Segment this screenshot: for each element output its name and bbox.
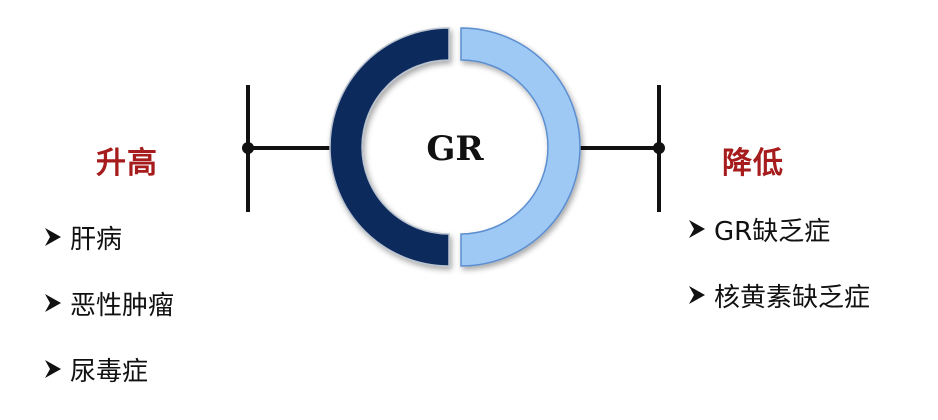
arrow-bullet-icon [689, 220, 705, 238]
list-item: 尿毒症 [42, 354, 174, 387]
list-item: 核黄素缺乏症 [686, 280, 870, 313]
arrow-bullet-icon [45, 294, 61, 312]
list-item-label: GR缺乏症 [714, 216, 831, 247]
arrow-bullet-icon [45, 228, 61, 246]
ring-left-half [329, 27, 450, 267]
left-item-list: 肝病 恶性肿瘤 尿毒症 [42, 222, 174, 420]
arrow-bullet-icon [45, 360, 61, 378]
ring-right-half [460, 27, 581, 267]
right-connector-dot [653, 142, 665, 154]
list-item-label: 恶性肿瘤 [70, 290, 175, 321]
list-item: GR缺乏症 [686, 214, 870, 247]
list-item-label: 尿毒症 [70, 356, 149, 387]
list-item-label: 核黄素缺乏症 [714, 282, 871, 313]
arrow-bullet-icon [689, 286, 705, 304]
center-label: GR [426, 129, 484, 169]
right-title: 降低 [722, 146, 784, 181]
list-item-label: 肝病 [70, 224, 123, 255]
gr-diagram: GR [242, 27, 665, 267]
list-item: 恶性肿瘤 [42, 288, 174, 321]
left-title: 升高 [96, 146, 158, 181]
right-item-list: GR缺乏症 核黄素缺乏症 [686, 214, 870, 346]
left-connector-dot [242, 142, 254, 154]
list-item: 肝病 [42, 222, 174, 255]
